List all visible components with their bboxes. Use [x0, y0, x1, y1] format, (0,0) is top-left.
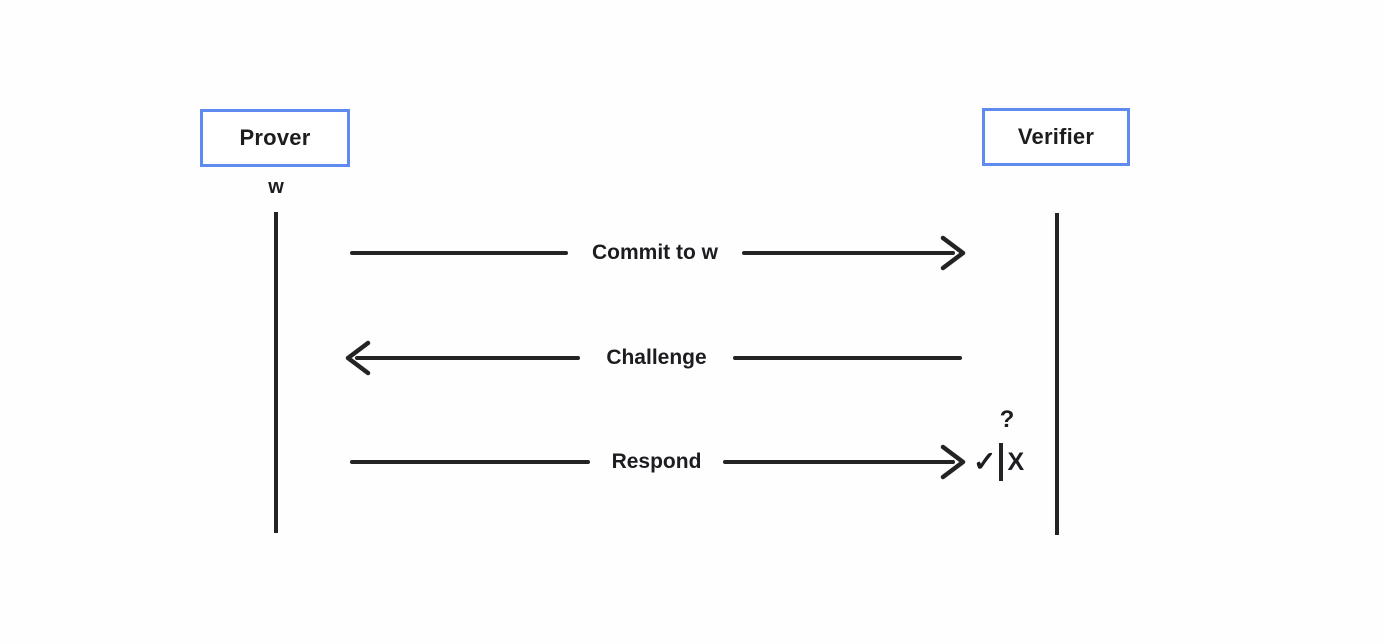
- prover-label: Prover: [239, 125, 311, 150]
- verifier-box: Verifier: [982, 108, 1130, 166]
- verifier-label: Verifier: [1017, 124, 1095, 149]
- challenge-message-label: Challenge: [606, 346, 707, 369]
- verdict-group: ✓ X: [973, 441, 1024, 483]
- left-arrowhead-icon: [345, 340, 371, 376]
- respond-message-label: Respond: [611, 450, 702, 473]
- commit-message-label: Commit to w: [592, 241, 718, 264]
- challenge-arrow-line-right: [733, 356, 962, 360]
- accept-check-icon: ✓: [973, 446, 997, 477]
- reject-cross-icon: X: [1007, 447, 1025, 476]
- commit-arrow-line-right: [742, 251, 955, 255]
- respond-arrow-line-left: [350, 460, 590, 464]
- challenge-arrow-line-left: [355, 356, 580, 360]
- prover-box: Prover: [200, 109, 350, 167]
- verdict-separator: [999, 443, 1004, 481]
- witness-label: w: [268, 176, 284, 198]
- respond-arrow-line-right: [723, 460, 955, 464]
- verifier-lifeline: [1055, 213, 1059, 535]
- right-arrowhead-icon: [940, 235, 966, 271]
- question-mark-label: ?: [999, 406, 1015, 433]
- right-arrowhead-icon: [940, 444, 966, 480]
- prover-lifeline: [274, 212, 278, 533]
- commit-arrow-line-left: [350, 251, 568, 255]
